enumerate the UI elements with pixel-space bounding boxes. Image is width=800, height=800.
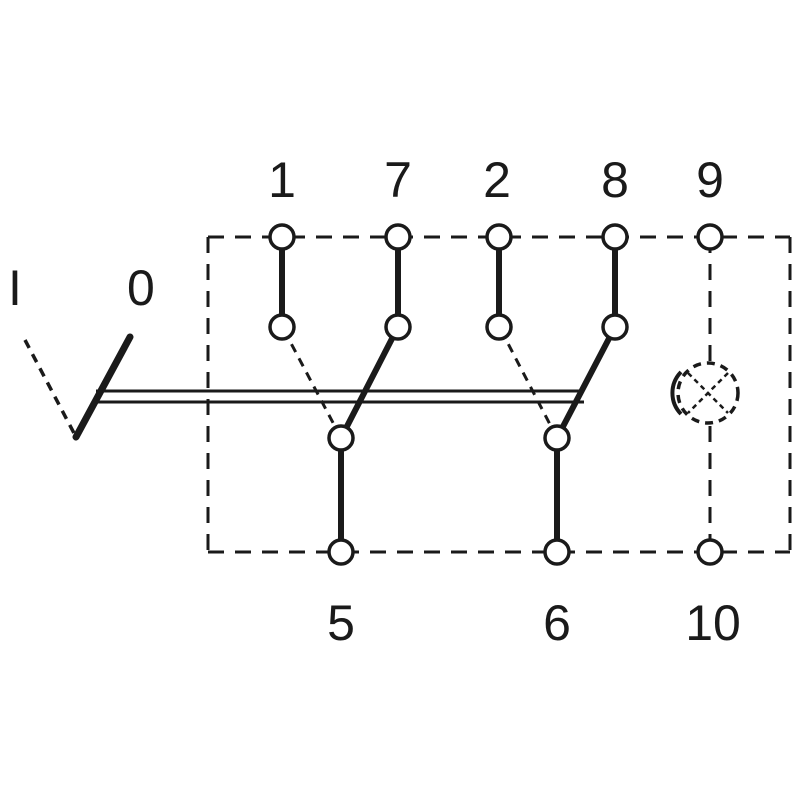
- contact-node-8: [601, 313, 629, 341]
- terminal-10: [696, 538, 724, 566]
- moving-contact-a: [338, 324, 401, 441]
- rocker-actuator: [23, 333, 134, 441]
- terminal-label-8: 8: [601, 152, 629, 208]
- position-label-on: I: [8, 260, 22, 316]
- lamp-left-arc: [670, 370, 683, 416]
- terminal-label-5: 5: [327, 595, 355, 651]
- terminal-6: [543, 538, 571, 566]
- terminal-label-10: 10: [685, 595, 741, 651]
- lamp-filament-b: [687, 372, 729, 414]
- lamp-icon: [670, 361, 740, 425]
- linkage-rod: [96, 389, 584, 404]
- terminal-label-9: 9: [696, 152, 724, 208]
- position-label-off: 0: [127, 260, 155, 316]
- terminal-5: [327, 538, 355, 566]
- moving-contact-b: [554, 324, 618, 441]
- terminal-8: [601, 223, 629, 251]
- terminal-label-6: 6: [543, 595, 571, 651]
- housing-outline: [206, 235, 792, 554]
- terminal-9: [696, 223, 724, 251]
- contact-node-2: [485, 313, 513, 341]
- open-contact-path-2: [499, 329, 558, 437]
- rocker-lever: [72, 333, 134, 441]
- pivot-node-b: [543, 424, 571, 452]
- terminal-7: [384, 223, 412, 251]
- open-contact-path-1: [282, 329, 342, 437]
- pivot-node-a: [327, 424, 355, 452]
- contact-node-1: [268, 313, 296, 341]
- terminal-label-1: 1: [268, 152, 296, 208]
- terminal-label-7: 7: [384, 152, 412, 208]
- rocker-position-on-dashed: [23, 339, 77, 436]
- terminal-labels: 1 7 2 8 9 5 6 10: [268, 152, 741, 651]
- switch-pole-b: [496, 234, 618, 555]
- terminal-label-2: 2: [483, 152, 511, 208]
- switch-pole-a: [279, 234, 401, 555]
- terminals: [268, 223, 724, 566]
- terminal-1: [268, 223, 296, 251]
- terminal-2: [485, 223, 513, 251]
- contact-node-7: [384, 313, 412, 341]
